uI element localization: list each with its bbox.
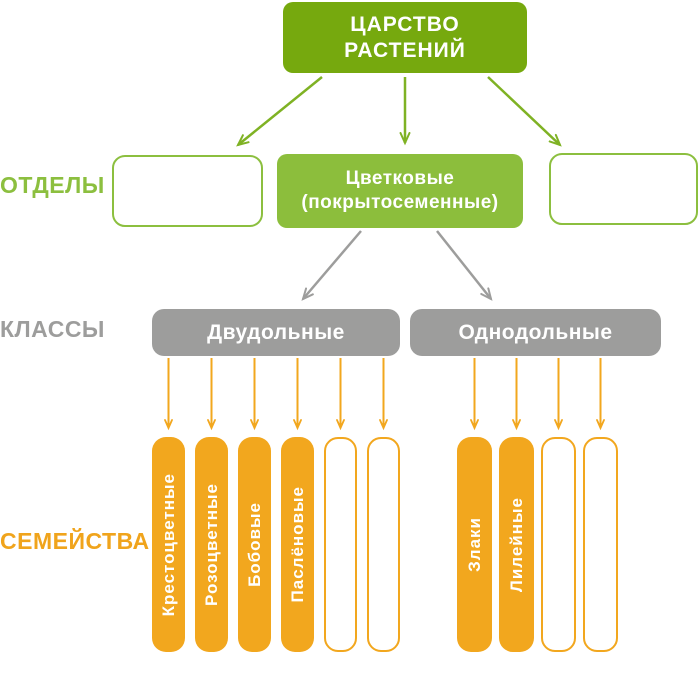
flowering-line2: (покрытосеменные): [301, 192, 499, 213]
arrow-flowering-monocots: [436, 230, 493, 301]
division-node-flowering: Цветковые (покрытосеменные): [277, 154, 523, 228]
division-node-empty-left: [112, 155, 263, 227]
row-label-divisions: ОТДЕЛЫ: [0, 172, 105, 198]
family-node-liliaceae: Лилейные: [499, 437, 534, 652]
arrow-flowering-dicots: [301, 230, 362, 301]
class-node-dicots: Двудольные: [152, 309, 400, 356]
family-label: Крестоцветные: [158, 472, 178, 617]
family-node-solanaceae: Паслёновые: [281, 437, 314, 652]
family-label: Розоцветные: [201, 483, 221, 606]
family-label: Лилейные: [506, 496, 526, 593]
kingdom-to-division-arrows: [236, 76, 562, 147]
kingdom-node: ЦАРСТВО РАСТЕНИЙ: [283, 2, 527, 73]
row-label-classes: КЛАССЫ: [0, 316, 105, 342]
arrow-kingdom-right: [487, 76, 562, 147]
kingdom-line1: ЦАРСТВО: [350, 13, 460, 37]
family-node-rosaceae: Розоцветные: [195, 437, 228, 652]
kingdom-line2: РАСТЕНИЙ: [344, 38, 466, 62]
flowering-line1: Цветковые: [345, 168, 455, 190]
row-label-families: СЕМЕЙСТВА: [0, 528, 150, 554]
family-node-empty-dicot-1: [324, 437, 357, 652]
family-node-fabaceae: Бобовые: [238, 437, 271, 652]
arrow-kingdom-left: [236, 76, 323, 147]
division-node-empty-right: [549, 153, 698, 225]
family-label: Бобовые: [244, 502, 264, 587]
family-node-empty-monocot-2: [583, 437, 618, 652]
class-node-monocots: Однодольные: [410, 309, 661, 356]
division-to-class-arrows: [301, 230, 493, 301]
family-label: Злаки: [464, 517, 484, 572]
family-node-grasses: Злаки: [457, 437, 492, 652]
family-label: Паслёновые: [287, 486, 307, 603]
class-to-family-arrows: [164, 358, 605, 431]
family-node-empty-dicot-2: [367, 437, 400, 652]
family-node-cruciferae: Крестоцветные: [152, 437, 185, 652]
family-node-empty-monocot-1: [541, 437, 576, 652]
